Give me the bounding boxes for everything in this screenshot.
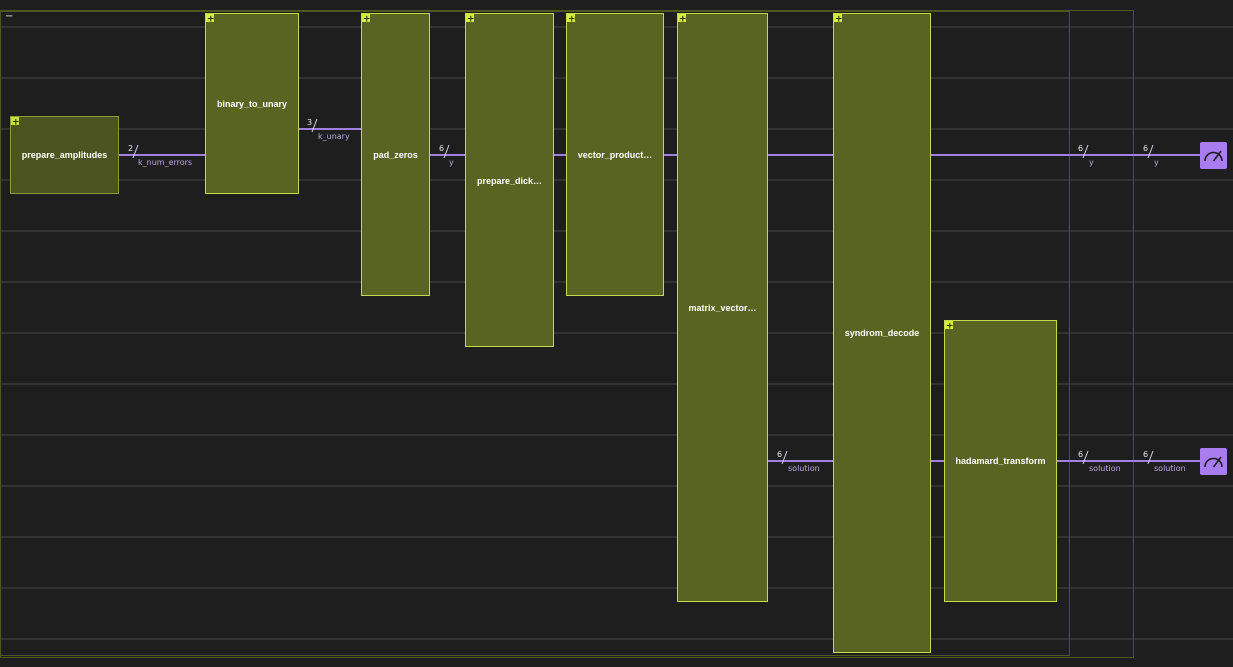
wire-label-k-unary: 3 k_unary — [307, 118, 350, 141]
svg-text:y: y — [1154, 158, 1159, 167]
gauge-icon — [1204, 150, 1223, 162]
expand-icon[interactable] — [466, 14, 474, 22]
svg-text:+: + — [946, 322, 954, 332]
block-syndrom-decode[interactable]: + syndrom_decode — [833, 13, 931, 653]
svg-text:6: 6 — [1078, 144, 1083, 153]
wire-label-y-pad: 6 y — [439, 144, 454, 167]
wire-label-solution-out1: 6 solution — [1078, 450, 1121, 473]
svg-text:hadamard_transform: hadamard_transform — [955, 456, 1045, 466]
svg-text:k_unary: k_unary — [318, 132, 350, 141]
svg-text:prepare_amplitudes: prepare_amplitudes — [22, 150, 108, 160]
svg-text:+: + — [679, 15, 687, 25]
svg-text:+: + — [207, 15, 215, 25]
expand-icon[interactable] — [945, 321, 953, 329]
svg-text:matrix_vector…: matrix_vector… — [688, 303, 756, 313]
measure-y[interactable] — [1200, 142, 1227, 169]
expand-icon[interactable] — [11, 117, 19, 125]
svg-text:3: 3 — [307, 118, 312, 127]
expand-icon[interactable] — [206, 14, 214, 22]
block-prepare-amplitudes[interactable]: + prepare_amplitudes — [10, 116, 119, 194]
wire-labels: 2 k_num_errors 3 k_unary 6 y 6 y 6 y — [128, 118, 1186, 473]
svg-text:binary_to_unary: binary_to_unary — [217, 99, 287, 109]
svg-text:pad_zeros: pad_zeros — [373, 150, 418, 160]
svg-text:+: + — [568, 15, 576, 25]
block-hadamard-transform[interactable]: + hadamard_transform — [944, 320, 1057, 602]
svg-text:vector_product…: vector_product… — [578, 150, 653, 160]
svg-text:prepare_dick…: prepare_dick… — [477, 176, 542, 186]
collapse-icon[interactable]: − — [5, 11, 13, 22]
svg-text:solution: solution — [1089, 464, 1121, 473]
measure-solution[interactable] — [1200, 448, 1227, 475]
blocks: + prepare_amplitudes + binary_to_unary +… — [10, 13, 1057, 653]
inner-frame — [0, 11, 1070, 656]
wire-label-y-out2: 6 y — [1143, 144, 1159, 167]
svg-text:6: 6 — [1078, 450, 1083, 459]
svg-text:2: 2 — [128, 144, 133, 153]
svg-text:6: 6 — [777, 450, 782, 459]
wire-label-y-out1: 6 y — [1078, 144, 1094, 167]
svg-text:+: + — [12, 118, 20, 128]
svg-text:syndrom_decode: syndrom_decode — [845, 328, 920, 338]
wires — [119, 128, 1200, 462]
svg-text:+: + — [467, 15, 475, 25]
wire-label-solution-out2: 6 solution — [1143, 450, 1186, 473]
svg-text:6: 6 — [1143, 450, 1148, 459]
block-binary-to-unary[interactable]: + binary_to_unary — [205, 13, 299, 194]
wire-label-solution-in: 6 solution — [777, 450, 820, 473]
svg-text:k_num_errors: k_num_errors — [138, 158, 192, 167]
expand-icon[interactable] — [362, 14, 370, 22]
expand-icon[interactable] — [678, 14, 686, 22]
wire-label-k-num-errors: 2 k_num_errors — [128, 144, 192, 167]
block-vector-product[interactable]: + vector_product… — [566, 13, 664, 296]
expand-icon[interactable] — [834, 14, 842, 22]
block-pad-zeros[interactable]: + pad_zeros — [361, 13, 430, 296]
block-matrix-vector[interactable]: + matrix_vector… — [677, 13, 768, 602]
svg-text:solution: solution — [1154, 464, 1186, 473]
block-prepare-dicke[interactable]: + prepare_dick… — [465, 13, 554, 347]
gauge-icon — [1204, 456, 1223, 468]
expand-icon[interactable] — [567, 14, 575, 22]
svg-text:+: + — [835, 15, 843, 25]
svg-text:y: y — [1089, 158, 1094, 167]
svg-text:6: 6 — [1143, 144, 1148, 153]
svg-text:y: y — [449, 158, 454, 167]
svg-text:solution: solution — [788, 464, 820, 473]
svg-text:6: 6 — [439, 144, 444, 153]
svg-text:+: + — [363, 15, 371, 25]
